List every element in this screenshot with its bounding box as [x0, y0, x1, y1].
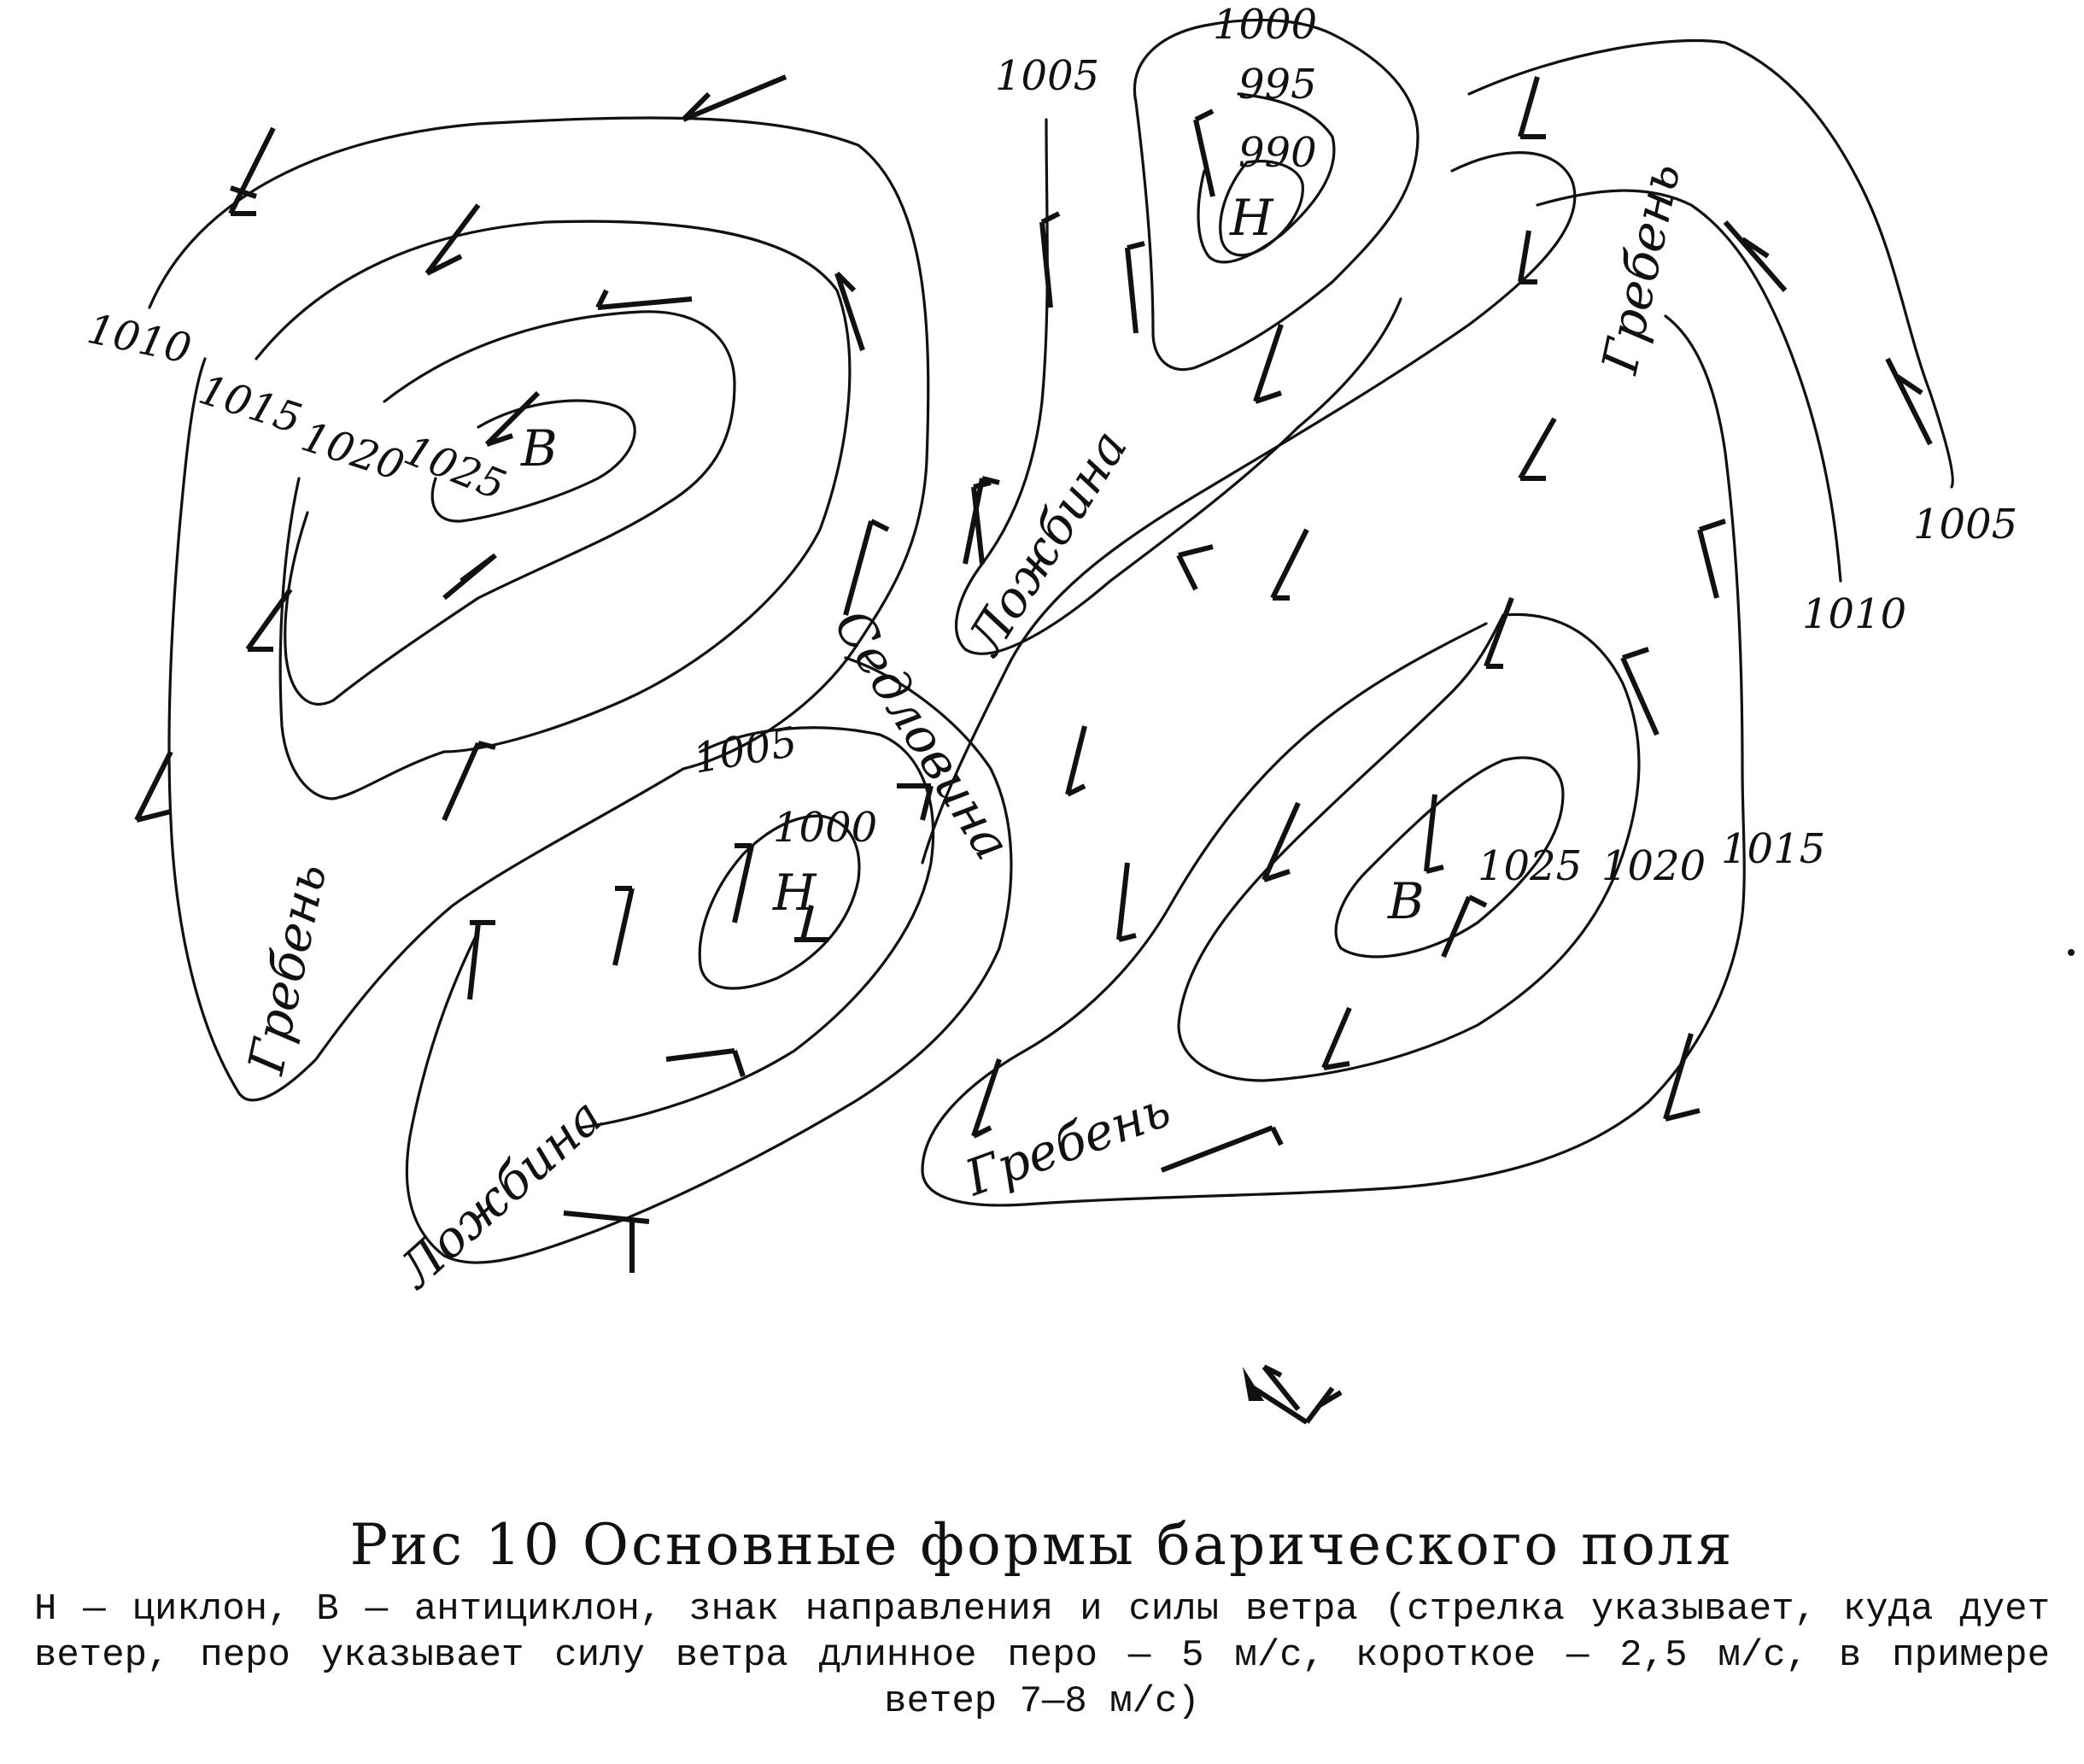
wind-barb-icon	[665, 1048, 746, 1077]
isobars-north-cyclone	[955, 18, 1420, 655]
isobar-1015-ne	[1536, 189, 1842, 583]
wind-barb-icon	[1253, 324, 1284, 404]
wind-barb-icon	[442, 741, 496, 822]
wind-barb-icon	[245, 588, 293, 652]
wind-barb-icon	[971, 1058, 1002, 1139]
isobar-1005-c-outer	[405, 656, 1013, 1264]
wind-barb-icon	[1262, 1364, 1301, 1411]
isobar-1020-se	[1177, 612, 1641, 1082]
isobar-label: 1020	[1601, 842, 1706, 890]
wind-barb-icon	[834, 271, 865, 351]
wind-barb-icon	[1039, 211, 1061, 308]
isobar-1005-n	[955, 118, 1402, 655]
wind-barb-icon	[1441, 894, 1488, 958]
wind-barb-icon	[595, 289, 693, 310]
isobar-label: 1010	[1802, 590, 1906, 638]
wind-barb-icon	[1697, 519, 1726, 599]
cyclone-center-label: Н	[1229, 189, 1274, 247]
isobar-label: 1015	[1721, 825, 1825, 873]
isobar-1010-ne-outer	[1467, 38, 1954, 489]
wind-barb-icon	[563, 1210, 650, 1273]
isobar-label: 1025	[1478, 842, 1582, 890]
wind-barb-icon	[1065, 725, 1087, 797]
wind-barb-icon	[1885, 357, 1933, 446]
isobar-1010-ne	[921, 151, 1577, 864]
wind-barb-icon	[134, 750, 173, 823]
wind-barb-icon	[1116, 862, 1137, 942]
wind-barb-icon	[484, 390, 541, 447]
wind-barb-icon	[612, 886, 635, 966]
isobar-label: 1020	[296, 413, 409, 490]
wind-barb-icon	[1663, 1033, 1701, 1122]
isobar-1015-nw	[255, 220, 852, 800]
caption-title: Рис 10 Основные формы барического поля	[349, 1512, 1735, 1578]
wind-barb-icon	[732, 843, 754, 923]
isobar-label: 1005	[995, 52, 1099, 100]
anticyclone-center-label: В	[520, 419, 558, 478]
isobar-label: 1000	[773, 804, 877, 852]
isobar-labels: 1010 1015 1020 1025 1005 1000 995 990 10…	[84, 1, 2018, 890]
wind-barb-icon	[963, 476, 1000, 565]
anticyclone-center-label: В	[1387, 872, 1425, 930]
isobar-990-n	[1219, 160, 1304, 257]
isobar-1000-c	[698, 814, 861, 990]
ridge-label: Гребень	[237, 859, 338, 1080]
wind-barb-icon	[1484, 596, 1514, 669]
caption-text: Н — циклон, В — антициклон, знак направл…	[34, 1588, 2050, 1723]
wind-barb-icon	[442, 553, 497, 601]
isobars-se-anticyclone	[921, 38, 1954, 1207]
pressure-centers: В Н Н В	[520, 189, 1425, 930]
wind-barb-icon	[1424, 794, 1444, 874]
wind-barb-icon	[1723, 220, 1788, 292]
wind-barb-icon	[794, 905, 828, 942]
wind-barb-icon	[1518, 230, 1537, 284]
wind-barb-icon	[1176, 544, 1214, 591]
wind-barbs	[134, 74, 1933, 1411]
isobar-label: 1000	[1213, 1, 1317, 49]
isobar-1015-se	[921, 314, 1746, 1207]
wind-barb-icon	[1620, 647, 1660, 736]
isobar-1025-se	[1334, 756, 1565, 958]
isobar-1005-c	[579, 726, 935, 1129]
wind-barb-icon	[897, 783, 934, 821]
arrow-head-icon	[1243, 1367, 1264, 1401]
wind-barb-icon	[971, 480, 992, 565]
wind-barb-icon	[424, 203, 481, 276]
baric-form-labels: Гребень Ложбина Седловина Гребень Ложбин…	[237, 158, 1692, 1301]
wind-barb-icon	[1193, 108, 1215, 197]
wind-barb-icon	[1262, 801, 1301, 882]
isobar-1020-nw	[284, 310, 736, 706]
speck	[2068, 949, 2075, 956]
wind-barb-icon	[1321, 1006, 1352, 1070]
wind-barb-icon	[1518, 76, 1546, 139]
isobar-label: 1005	[689, 718, 800, 782]
ridge-label: Гребень	[957, 1080, 1179, 1208]
isobar-label: 1015	[193, 366, 307, 443]
isobar-1000-n	[1133, 18, 1420, 372]
wind-barb-icon	[843, 519, 890, 616]
isobar-1025-nw	[430, 399, 636, 523]
wind-barb-icon	[1160, 1125, 1284, 1173]
wind-barb-icon	[467, 920, 495, 1000]
isobar-label: 1010	[84, 305, 196, 373]
figure-caption: Рис 10 Основные формы барического поля Н…	[34, 1512, 2050, 1725]
wind-barb-icon	[1125, 241, 1145, 334]
wind-barb-icon	[1270, 528, 1309, 601]
example-wind-sign	[1243, 1367, 1343, 1425]
wind-barb-icon	[228, 126, 276, 216]
isobars-central-cyclone	[405, 656, 1013, 1264]
isobar-label: 990	[1238, 129, 1317, 177]
wind-barb-icon	[681, 74, 787, 122]
cyclone-center-label: Н	[772, 864, 817, 922]
isobar-label: 995	[1238, 61, 1317, 108]
isobar-map: 1010 1015 1020 1025 1005 1000 995 990 10…	[84, 1, 2075, 1425]
isobar-label: 1005	[1913, 501, 2017, 548]
wind-barb-icon	[1518, 417, 1557, 481]
trough-label: Ложбина	[386, 1087, 614, 1301]
